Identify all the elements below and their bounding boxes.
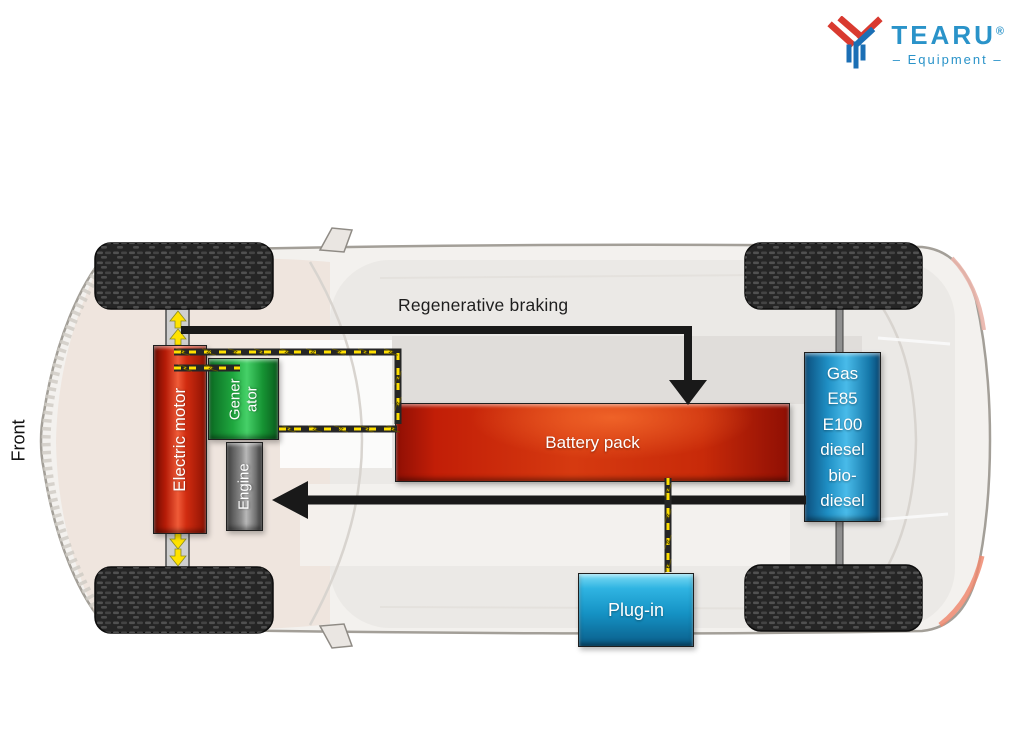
tearu-logo-icon <box>827 16 883 69</box>
electric-motor-label: Electric motor <box>170 387 190 492</box>
engine-label: Engine <box>235 463 253 510</box>
fuel-line-arrow <box>272 481 806 519</box>
wheel-front-bottom <box>94 566 274 634</box>
battery-pack-box: Battery pack <box>395 403 790 482</box>
generator-box: Gener ator <box>208 358 279 440</box>
registered-mark-icon: ® <box>995 25 1004 38</box>
engine-box: Engine <box>226 442 263 531</box>
generator-label: Gener ator <box>226 378 261 420</box>
tearu-logo: TEARU® – Equipment – <box>827 16 1004 70</box>
electric-motor-box: Electric motor <box>153 345 207 534</box>
logo-text: TEARU® – Equipment – <box>891 22 1004 67</box>
wheel-rear-top <box>744 242 923 310</box>
wheel-front-left <box>94 242 274 310</box>
front-label: Front <box>8 419 29 462</box>
brand-tagline: – Equipment – <box>892 52 1003 67</box>
regenerative-braking-label: Regenerative braking <box>398 295 569 315</box>
plug-in-label: Plug-in <box>607 599 665 620</box>
wheel-rear-bottom <box>744 564 923 632</box>
brand-name: TEARU <box>891 20 996 50</box>
battery-pack-label: Battery pack <box>545 432 640 452</box>
side-mirror-top <box>318 227 354 253</box>
plug-in-box: Plug-in <box>578 573 694 647</box>
fuel-tank-box: Gas E85 E100 diesel bio- diesel <box>804 352 881 522</box>
side-mirror-bottom <box>318 623 354 649</box>
